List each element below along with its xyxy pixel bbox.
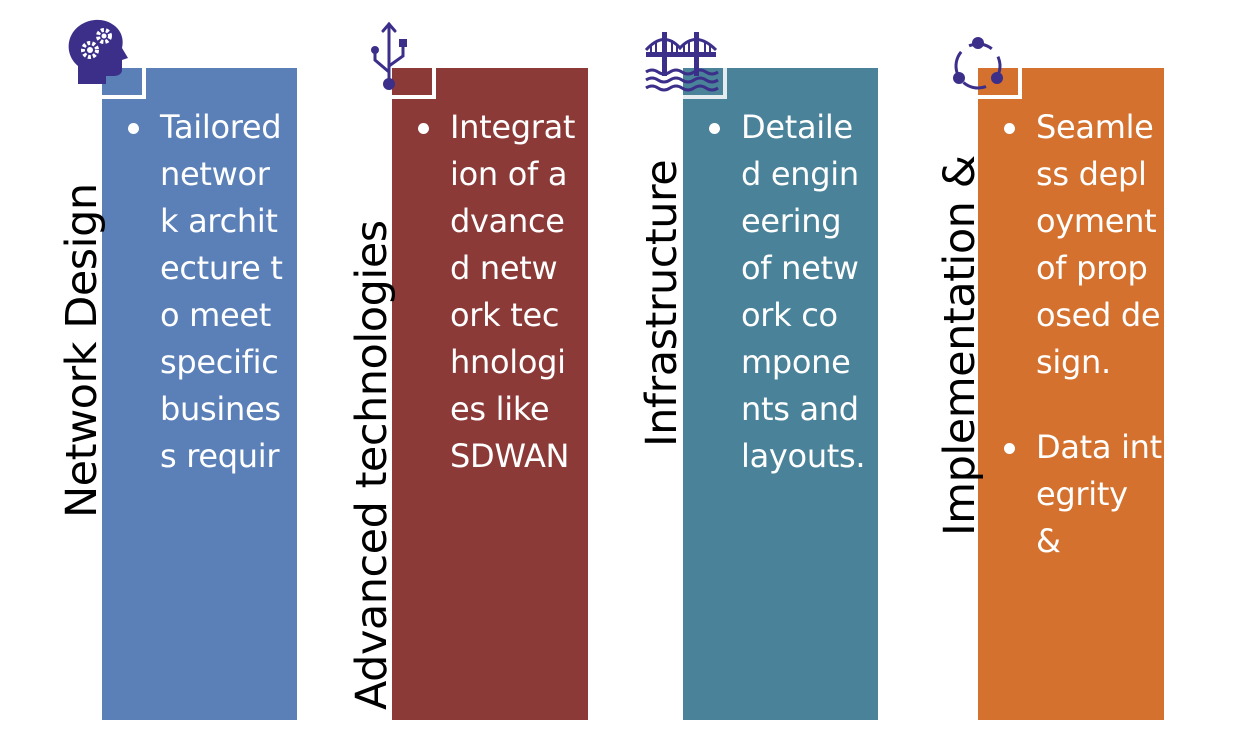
content-box: Integration of advanced network technolo…	[392, 68, 588, 720]
column-implementation: Implementation & Seamless deployment of …	[930, 0, 1252, 752]
cycle-nodes-icon	[938, 14, 1008, 94]
accent-block	[392, 68, 436, 99]
content-box: Detailed engineering of network componen…	[683, 68, 878, 720]
column-title: Infrastructure	[637, 159, 687, 447]
bullet-item: Integration of advanced network technolo…	[414, 104, 578, 480]
column-title: Advanced technologies	[347, 220, 397, 710]
bullet-list: Tailored network architecture to meet sp…	[124, 104, 287, 518]
bullet-item: Tailored network architecture to meet sp…	[124, 104, 287, 480]
bullet-list: Seamless deployment of proposed design. …	[1000, 104, 1162, 603]
content-box: Seamless deployment of proposed design. …	[978, 68, 1164, 720]
bullet-item: Seamless deployment of proposed design.	[1000, 104, 1161, 386]
column-network-design: Network Design Tailored network architec…	[0, 0, 330, 752]
bullet-list: Detailed engineering of network componen…	[705, 104, 868, 518]
column-advanced-technologies: Advanced technologies Integration of adv…	[330, 0, 630, 752]
bullet-item: Detailed engineering of network componen…	[705, 104, 868, 480]
content-box: Tailored network architecture to meet sp…	[102, 68, 297, 720]
usb-icon	[362, 14, 432, 94]
head-with-gears-icon	[66, 14, 136, 94]
bullet-item: Data integrity &	[1000, 424, 1162, 565]
bullet-list: Integration of advanced network technolo…	[414, 104, 578, 518]
column-infrastructure: Infrastructure Detailed engineering of n…	[630, 0, 930, 752]
bridge-icon	[644, 14, 719, 94]
column-title: Network Design	[57, 183, 107, 518]
column-title: Implementation &	[935, 155, 985, 536]
